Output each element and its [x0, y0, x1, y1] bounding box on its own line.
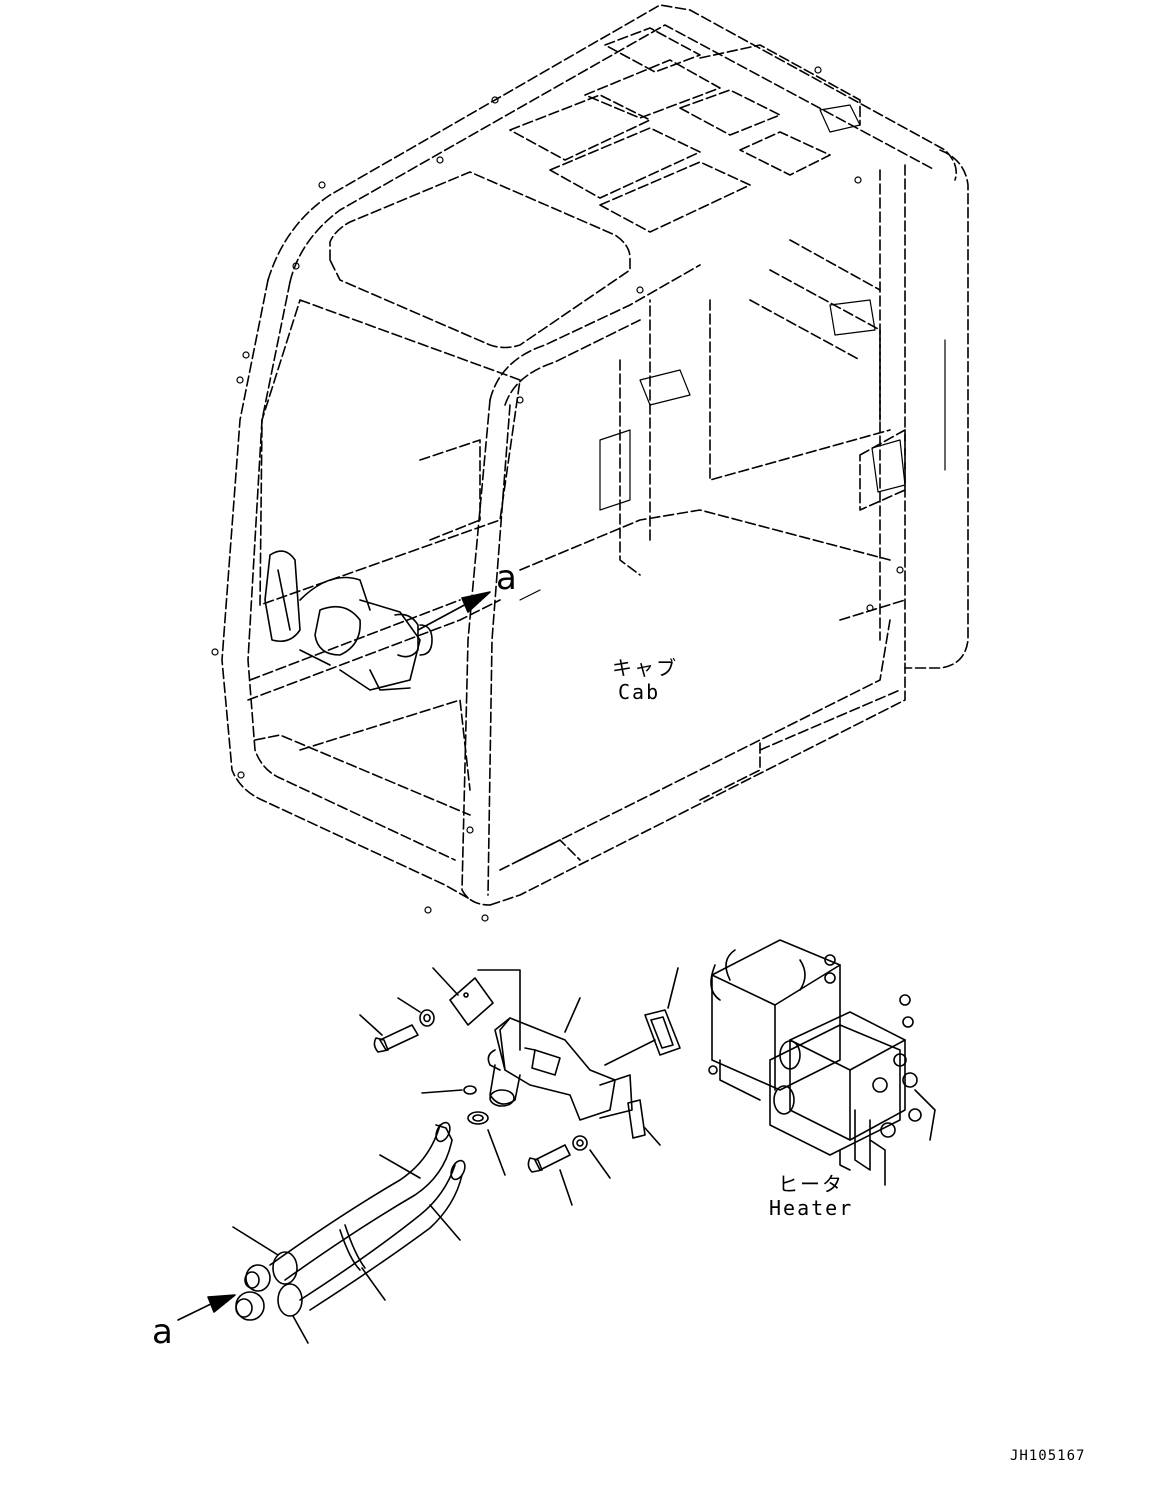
heater-label-jp: ヒータ [778, 1172, 844, 1196]
seal-part [627, 1099, 661, 1146]
plate-part [432, 967, 521, 1051]
gasket-part [644, 967, 681, 1056]
cab-duct-assembly [264, 550, 433, 691]
bolt-part [359, 1014, 419, 1053]
cab-label-jp: キャブ [612, 656, 678, 680]
clamp-upper-part [421, 1085, 477, 1095]
cab-label-en: Cab [618, 680, 661, 704]
washer-part [397, 997, 435, 1027]
view-letter-top: a [496, 558, 517, 598]
cab-frame [221, 4, 969, 906]
view-arrow-bottom [177, 1294, 236, 1321]
duct-part [487, 997, 656, 1121]
cab-fasteners [211, 66, 946, 922]
clamp-lower-part [467, 1111, 506, 1176]
heater-label-en: Heater [769, 1196, 854, 1220]
hose-assembly [232, 1121, 466, 1344]
drawing-code: JH105167 [1010, 1448, 1086, 1464]
view-arrow-top [417, 591, 491, 631]
view-letter-bottom: a [152, 1312, 173, 1352]
bolt-lower-part [527, 1135, 611, 1206]
heater-unit [708, 939, 936, 1186]
